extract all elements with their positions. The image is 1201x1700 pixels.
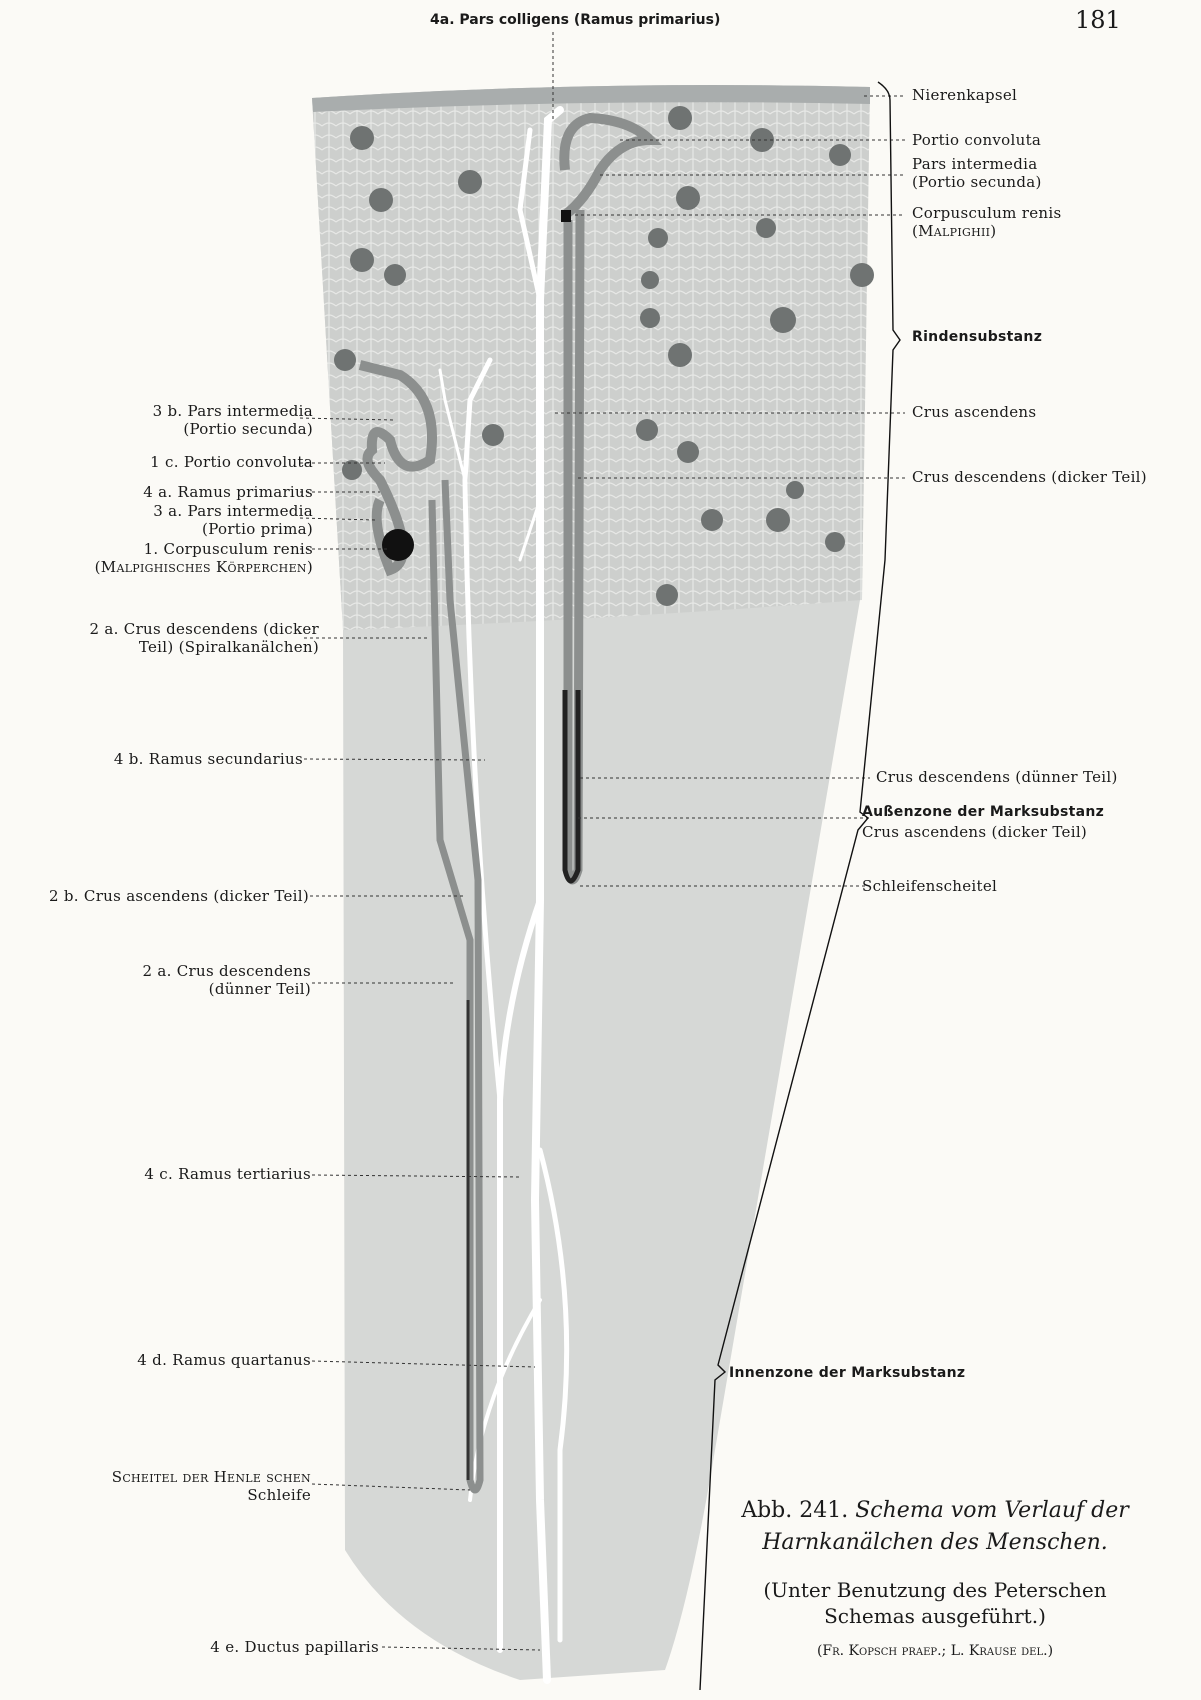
label-4d-ramus-quartanus: 4 d. Ramus quartanus	[137, 1351, 311, 1369]
caption-title-line2: Harnkanälchen des Menschen.	[762, 1530, 1108, 1555]
label-aussenzone: Außenzone der Marksubstanz	[862, 804, 1105, 820]
label-schleifenscheitel: Schleifenscheitel	[862, 877, 998, 895]
zone-bracket	[699, 81, 901, 1691]
glomeruli	[334, 106, 874, 606]
label-2a-crus-descendens-duenner: 2 a. Crus descendens(dünner Teil)	[142, 962, 311, 998]
label-2b-crus-ascendens: 2 b. Crus ascendens (dicker Teil)	[48, 887, 309, 905]
caption-note-line2: Schemas ausgeführt.)	[824, 1604, 1046, 1628]
label-4e-ductus-papillaris: 4 e. Ductus papillaris	[210, 1638, 379, 1656]
label-corpusculum-renis: Corpusculum renis(Malpighii)	[912, 204, 1062, 240]
label-4a-ramus-primarius: 4 a. Ramus primarius	[143, 483, 313, 501]
label-3a-pars-intermedia: 3 a. Pars intermedia(Portio prima)	[153, 502, 313, 538]
label-crus-ascendens-dicker: Crus ascendens (dicker Teil)	[862, 823, 1088, 841]
label-rindensubstanz: Rindensubstanz	[912, 329, 1043, 345]
page-number: 181	[1075, 6, 1121, 34]
cortex-region	[312, 85, 870, 631]
label-crus-descendens-duenner: Crus descendens (dünner Teil)	[876, 768, 1118, 786]
label-4b-ramus-secundarius: 4 b. Ramus secundarius	[113, 750, 303, 768]
corpusculum-renis	[382, 529, 414, 561]
label-pars-intermedia: Pars intermedia(Portio secunda)	[912, 155, 1042, 191]
collecting-ducts	[438, 106, 570, 1684]
renal-capsule	[312, 85, 870, 112]
corpusculum-renis-top	[561, 210, 571, 222]
label-nierenkapsel: Nierenkapsel	[912, 86, 1018, 104]
label-pars-colligens: 4a. Pars colligens (Ramus primarius)	[430, 12, 721, 28]
label-3b-pars-intermedia: 3 b. Pars intermedia(Portio secunda)	[152, 402, 313, 438]
label-innenzone: Innenzone der Marksubstanz	[729, 1365, 966, 1381]
caption-title-line1: Abb. 241. Schema vom Verlauf der	[741, 1498, 1129, 1523]
caption-note-line1: (Unter Benutzung des Peterschen	[763, 1578, 1107, 1602]
label-crus-descendens-dicker: Crus descendens (dicker Teil)	[912, 468, 1147, 486]
caption-credit: (Fr. Kopsch praep.; L. Krause del.)	[816, 1643, 1054, 1659]
label-1-corpusculum-renis: 1. Corpusculum renis(Malpighisches Körpe…	[94, 540, 313, 576]
label-portio-convoluta: Portio convoluta	[912, 131, 1042, 149]
label-crus-ascendens: Crus ascendens	[912, 403, 1037, 421]
nephron-tubules	[358, 112, 663, 1494]
label-4c-ramus-tertiarius: 4 c. Ramus tertiarius	[144, 1165, 311, 1183]
leader-lines	[299, 32, 905, 1651]
label-1c-portio-convoluta: 1 c. Portio convoluta	[150, 453, 313, 471]
